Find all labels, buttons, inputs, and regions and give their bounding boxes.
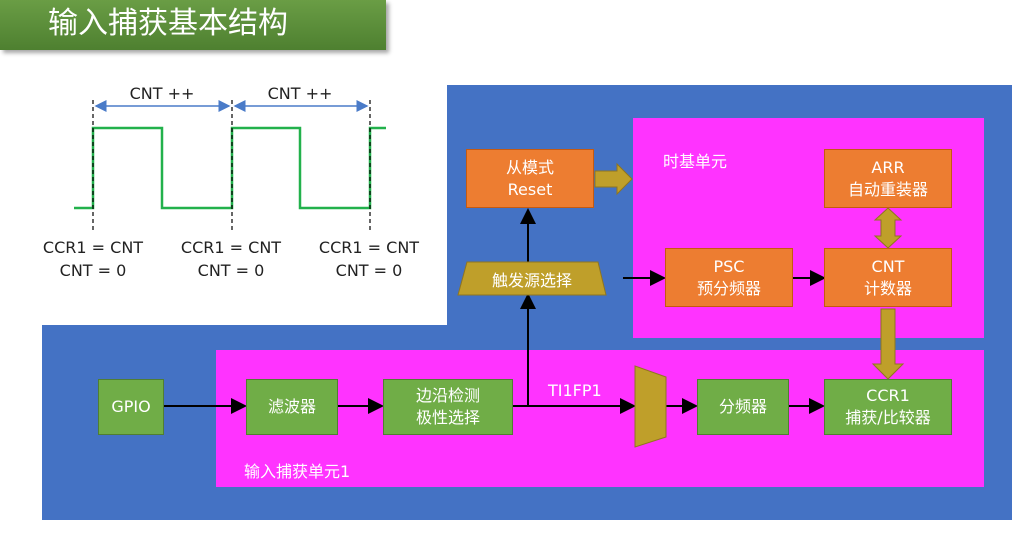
trigger-select-label: 触发源选择 xyxy=(491,271,572,290)
psc-line1: PSC xyxy=(713,256,745,276)
cnt-line1: CNT xyxy=(871,256,905,276)
ccr1-line1: CCR1 xyxy=(866,386,910,405)
capture-event-2: CCR1 = CNT CNT = 0 xyxy=(172,238,290,280)
event-line2: CNT = 0 xyxy=(59,261,127,280)
arrow-arr-cnt xyxy=(873,207,903,249)
edge-line1: 边沿检测 xyxy=(415,386,480,405)
arr-block: ARR 自动重装器 xyxy=(824,149,952,208)
capture-event-1: CCR1 = CNT CNT = 0 xyxy=(34,238,152,280)
ccr1-block: CCR1 捕获/比较器 xyxy=(824,379,952,435)
span-label-1: CNT ++ xyxy=(129,84,195,103)
time-base-label: 时基单元 xyxy=(663,152,728,171)
prescaler-block: 分频器 xyxy=(697,379,789,435)
filter-block: 滤波器 xyxy=(246,379,338,435)
arr-line1: ARR xyxy=(871,157,905,177)
arrow-cnt-ccr xyxy=(871,308,905,380)
slave-mode-line1: 从模式 xyxy=(505,157,554,177)
input-capture-label: 输入捕获单元1 xyxy=(244,462,351,481)
edge-detect-block: 边沿检测 极性选择 xyxy=(383,379,513,435)
event-line1: CCR1 = CNT xyxy=(318,238,420,257)
capture-waveform xyxy=(74,126,386,210)
event-line2: CNT = 0 xyxy=(335,261,403,280)
input-mux xyxy=(634,365,667,448)
ccr1-line2: 捕获/比较器 xyxy=(845,408,931,427)
gpio-block: GPIO xyxy=(98,379,164,435)
slave-mode-line2: Reset xyxy=(507,179,553,199)
trigger-select-shape xyxy=(457,261,607,296)
arrow-slave-timebase xyxy=(594,162,633,196)
span-label-2: CNT ++ xyxy=(267,84,333,103)
capture-event-3: CCR1 = CNT CNT = 0 xyxy=(310,238,428,280)
arr-line2: 自动重装器 xyxy=(847,179,928,199)
cnt-block: CNT 计数器 xyxy=(824,248,952,307)
event-line2: CNT = 0 xyxy=(197,261,265,280)
event-line1: CCR1 = CNT xyxy=(180,238,282,257)
event-line1: CCR1 = CNT xyxy=(42,238,144,257)
psc-line2: 预分频器 xyxy=(696,278,761,298)
page-title: 输入捕获基本结构 xyxy=(0,0,386,50)
psc-block: PSC 预分频器 xyxy=(665,248,793,307)
ti1fp1-label: TI1FP1 xyxy=(548,381,602,400)
cnt-line2: 计数器 xyxy=(863,278,912,298)
edge-line2: 极性选择 xyxy=(415,408,480,427)
slave-mode-block: 从模式 Reset xyxy=(466,149,594,208)
